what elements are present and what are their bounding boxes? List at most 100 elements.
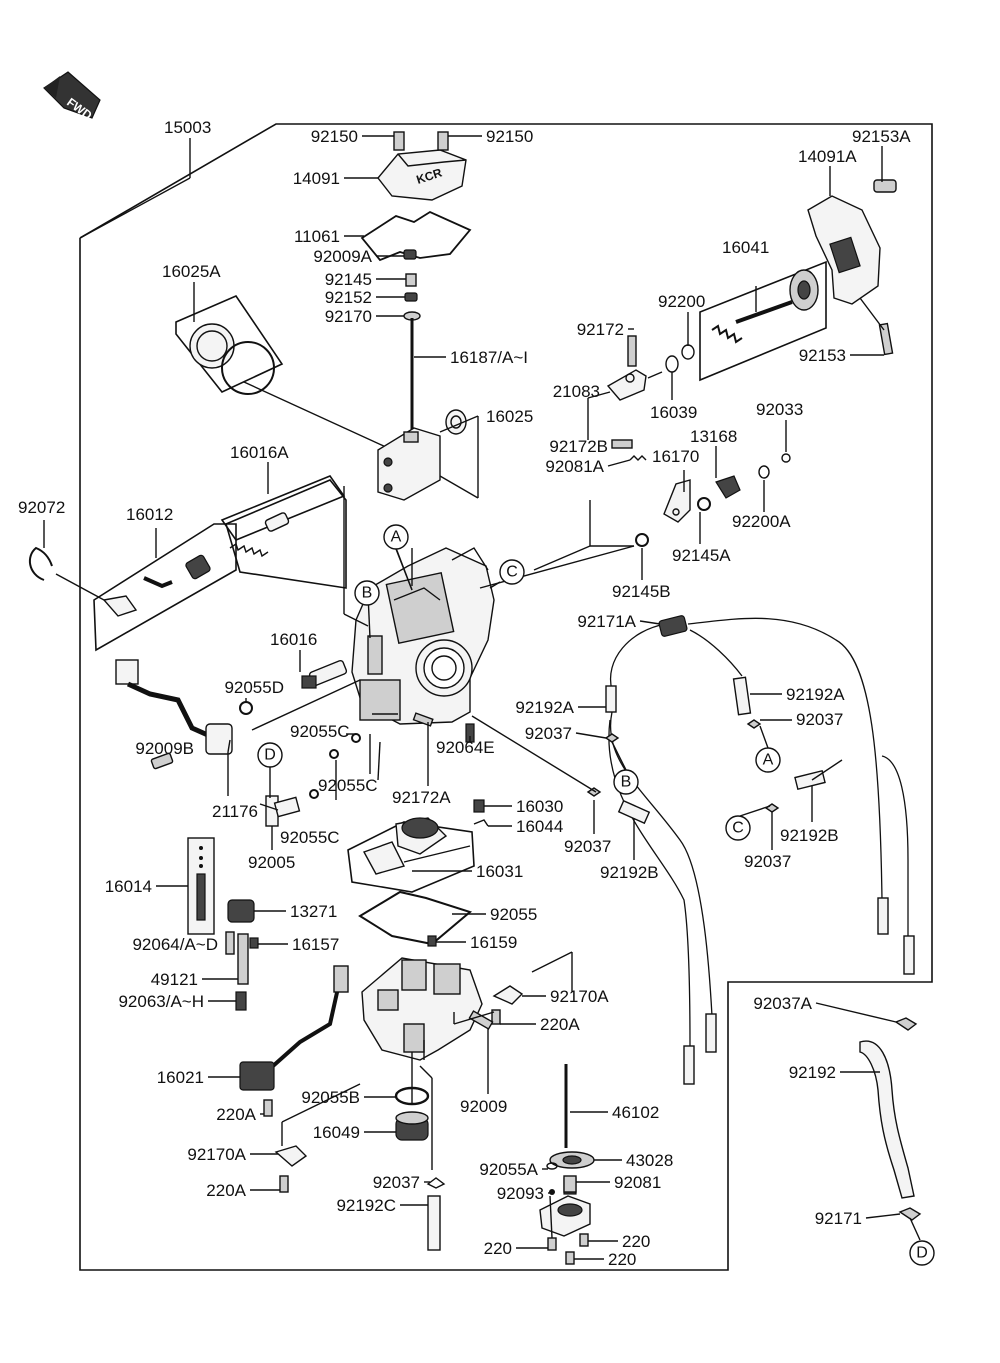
oring-92055A [546, 1162, 558, 1170]
throttle-cover-subframe [699, 260, 827, 382]
screw-92172B [611, 439, 633, 449]
label-92200A: 92200A [732, 512, 791, 531]
oring-92055C-1 [329, 749, 339, 759]
screw-220A-right [491, 1009, 501, 1025]
label-46102: 46102 [612, 1103, 659, 1122]
svg-text:B: B [362, 585, 373, 602]
label-15003: 15003 [164, 118, 211, 137]
label-92145: 92145 [325, 270, 372, 289]
label-92037-center: 92037 [564, 837, 611, 856]
label-92150-left: 92150 [311, 127, 358, 146]
oring-92055C-3 [309, 789, 319, 799]
drain-plug-16049 [395, 1111, 429, 1141]
throttle-valve-16025 [377, 409, 467, 501]
label-92081A: 92081A [545, 457, 604, 476]
label-220A-lower: 220A [206, 1181, 246, 1200]
label-16016A: 16016A [230, 443, 289, 462]
diaphragm-43028 [549, 1151, 595, 1169]
label-92055C-lower: 92055C [280, 828, 340, 847]
label-92192C: 92192C [336, 1196, 396, 1215]
screw-220A-upper [263, 1099, 273, 1117]
label-92055A: 92055A [479, 1160, 538, 1179]
label-92192A-left: 92192A [515, 698, 574, 717]
part-92145 [405, 273, 417, 287]
label-13168: 13168 [690, 427, 737, 446]
label-16016: 16016 [270, 630, 317, 649]
screw-92009 [468, 1010, 494, 1030]
label-92192B-left: 92192B [600, 863, 659, 882]
label-92170A-right: 92170A [550, 987, 609, 1006]
label-16039: 16039 [650, 403, 697, 422]
jet-16159 [427, 935, 437, 947]
float-16031 [347, 817, 475, 893]
label-43028: 43028 [626, 1151, 673, 1170]
label-92170A-left: 92170A [187, 1145, 246, 1164]
clip-16044 [473, 819, 489, 827]
label-92153A: 92153A [852, 127, 911, 146]
label-92009B: 92009B [135, 739, 194, 758]
label-49121: 49121 [151, 970, 198, 989]
label-92192: 92192 [789, 1063, 836, 1082]
assembly-frame [79, 123, 933, 1271]
label-92037A: 92037A [753, 994, 812, 1013]
label-92037-bottom: 92037 [373, 1173, 420, 1192]
label-220A-right: 220A [540, 1015, 580, 1034]
bracket-92170A-left [274, 1145, 308, 1167]
holder-13271 [227, 899, 255, 923]
label-92072: 92072 [18, 498, 65, 517]
label-92055C-middle: 92055C [318, 776, 378, 795]
label-16030: 16030 [516, 797, 563, 816]
label-92145B: 92145B [612, 582, 671, 601]
fitting-92005 [265, 795, 301, 827]
top-cover-14091: KCR [377, 131, 467, 201]
spring-92081 [563, 1175, 577, 1193]
callout-C-right: C [725, 815, 751, 841]
label-92153: 92153 [799, 346, 846, 365]
screw-16016A [264, 512, 290, 532]
label-16049: 16049 [313, 1123, 360, 1142]
screw-220-3 [565, 1251, 575, 1265]
washer-16039 [665, 355, 679, 373]
bracket-92170A-right [492, 985, 524, 1005]
label-92171: 92171 [815, 1209, 862, 1228]
label-16012: 16012 [126, 505, 173, 524]
part-92009A [403, 249, 417, 260]
screw-220-1 [547, 1237, 557, 1251]
label-92037-left: 92037 [525, 724, 572, 743]
label-92170: 92170 [325, 307, 372, 326]
label-13271: 13271 [290, 902, 337, 921]
svg-text:C: C [506, 564, 518, 581]
needle-valve-16030 [473, 799, 485, 813]
screw-220-2 [579, 1233, 589, 1247]
callout-A-top: A [383, 524, 409, 550]
part-labels: 15003 92150 92150 14091 11061 92009A 921… [18, 118, 911, 1269]
label-220A-upper: 220A [216, 1105, 256, 1124]
16016A-box-outer [225, 479, 347, 589]
label-92055D: 92055D [224, 678, 284, 697]
label-92005: 92005 [248, 853, 295, 872]
label-220-left: 220 [484, 1239, 512, 1258]
label-92064E: 92064E [436, 738, 495, 757]
spring-92145A [697, 497, 711, 511]
cable-21176 [115, 659, 233, 755]
screw-92009B [150, 752, 174, 770]
linkage-21083 [606, 335, 647, 401]
callout-B-top: B [354, 580, 380, 606]
svg-text:C: C [732, 820, 744, 837]
label-92081: 92081 [614, 1173, 661, 1192]
part-13168 [715, 475, 741, 499]
label-16159: 16159 [470, 933, 517, 952]
jet-92063AH [235, 991, 247, 1011]
label-220-right-upper: 220 [622, 1232, 650, 1251]
label-92093: 92093 [497, 1184, 544, 1203]
leader-lines [55, 166, 885, 1239]
callout-B-right: B [613, 769, 639, 795]
label-92171A: 92171A [577, 612, 636, 631]
label-92172A: 92172A [392, 788, 451, 807]
label-21083: 21083 [553, 382, 600, 401]
label-16170: 16170 [652, 447, 699, 466]
svg-text:A: A [763, 752, 774, 769]
label-92055C-upper: 92055C [290, 722, 350, 741]
label-92037-lower-right: 92037 [744, 852, 791, 871]
